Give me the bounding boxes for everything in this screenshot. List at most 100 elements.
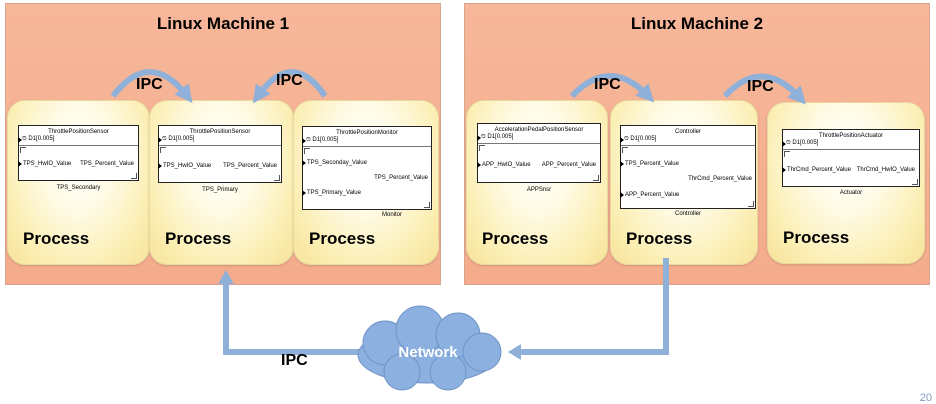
block-title: ThrottlePositionSensor <box>48 129 109 135</box>
inport-arrow-icon <box>18 161 22 167</box>
output-port-label: APP_Percent_Value <box>541 162 596 168</box>
clock-rate-label: ⏲ D1[0.005] <box>162 136 195 142</box>
clock-inport-arrow-icon <box>18 137 22 143</box>
input-port-label: APP_Percent_Value <box>625 192 680 198</box>
process-2: ThrottlePositionSensor ⏲ D1[0.005] TPS_H… <box>149 100 294 265</box>
input-port-label: TPS_HwIO_Value <box>163 163 212 169</box>
block-caption: Controller <box>674 211 701 217</box>
input-port-label: TPS_Primary_Value <box>307 190 361 196</box>
output-port-label: TPS_Percent_Value <box>80 161 134 167</box>
clock-rate-label: ⏲ D1[0.005] <box>786 140 819 146</box>
process-label: Process <box>23 229 90 248</box>
process-6: ThrottlePositionActuator ⏲ D1[0.005] Thr… <box>767 102 925 264</box>
block-caption: TPS_Primary <box>202 187 238 193</box>
clock-inport-arrow-icon <box>782 141 786 147</box>
network-link-arrowhead-icon <box>218 270 234 284</box>
block-actuator[interactable]: ThrottlePositionActuator ⏲ D1[0.005] Thr… <box>782 129 920 187</box>
ipc-arc-arrow-icon <box>569 73 655 103</box>
inport-arrow-icon <box>302 190 306 196</box>
block-corner <box>424 202 430 208</box>
network-link-right <box>516 258 669 355</box>
block-caption: Monitor <box>381 212 402 218</box>
block-tps-primary[interactable]: ThrottlePositionSensor ⏲ D1[0.005] TPS_H… <box>158 125 282 183</box>
network-link-left <box>223 282 362 355</box>
block-corner <box>304 148 310 154</box>
inport-arrow-icon <box>158 163 162 169</box>
machine-1-title: Linux Machine 1 <box>156 14 290 33</box>
block-corner <box>479 145 485 151</box>
output-port-label: TPS_Percent_Value <box>374 175 428 181</box>
block-title: AccelerationPedalPositionSensor <box>494 127 584 133</box>
linux-machine-2: Linux Machine 2 AccelerationPedalPositio… <box>464 3 930 285</box>
input-port-label: ThrCmd_Percent_Value <box>787 167 851 173</box>
block-corner <box>912 179 918 185</box>
process-4: AccelerationPedalPositionSensor ⏲ D1[0.0… <box>466 100 608 265</box>
block-separator <box>19 145 138 146</box>
ipc-label: IPC <box>747 78 774 95</box>
clock-rate-label: ⏲ D1[0.005] <box>624 136 657 142</box>
ipc-label: IPC <box>276 72 303 89</box>
block-caption: TPS_Secondary <box>56 185 101 191</box>
block-caption: Actuator <box>839 190 863 196</box>
output-port-label: TPS_Percent_Value <box>223 163 277 169</box>
ipc-label: IPC <box>594 76 621 93</box>
block-separator <box>621 145 755 146</box>
block-app-sensor[interactable]: AccelerationPedalPositionSensor ⏲ D1[0.0… <box>477 123 601 183</box>
inport-arrow-icon <box>477 162 481 168</box>
block-corner <box>622 147 628 153</box>
clock-inport-arrow-icon <box>302 138 306 144</box>
ipc-label: IPC <box>136 76 163 93</box>
network-link-arrowhead-icon <box>508 344 521 360</box>
block-corner <box>20 147 26 153</box>
output-port-label: ThrCmd_HwIO_Value <box>856 167 915 173</box>
clock-rate-label: ⏲ D1[0.005] <box>306 137 339 143</box>
block-monitor[interactable]: ThrottlePositionMonitor ⏲ D1[0.005] TPS_… <box>302 126 432 210</box>
inport-arrow-icon <box>620 192 624 198</box>
ipc-arc-arrow-icon <box>722 73 807 105</box>
network-cloud-icon <box>357 305 502 391</box>
inport-arrow-icon <box>302 160 306 166</box>
block-corner <box>274 175 280 181</box>
network-label: Network <box>398 344 458 361</box>
input-port-label: TPS_HwIO_Value <box>23 161 72 167</box>
block-corner <box>593 175 599 181</box>
clock-rate-label: ⏲ D1[0.005] <box>22 136 55 142</box>
block-controller[interactable]: Controller ⏲ D1[0.005] TPS_Percent_Value… <box>620 125 756 209</box>
clock-inport-arrow-icon <box>158 137 162 143</box>
input-port-label: APP_HwIO_Value <box>482 162 531 168</box>
process-label: Process <box>626 229 693 248</box>
input-port-label: TPS_Percent_Value <box>625 161 679 167</box>
clock-rate-label: ⏲ D1[0.005] <box>481 134 514 140</box>
clock-inport-arrow-icon <box>620 137 624 143</box>
block-title: ThrottlePositionMonitor <box>336 130 398 136</box>
block-title: ThrottlePositionSensor <box>189 129 251 135</box>
process-label: Process <box>309 229 376 248</box>
block-corner <box>748 201 754 207</box>
block-separator <box>783 149 919 150</box>
block-tps-secondary[interactable]: ThrottlePositionSensor ⏲ D1[0.005] TPS_H… <box>18 125 139 181</box>
block-corner <box>784 151 790 157</box>
process-1: ThrottlePositionSensor ⏲ D1[0.005] TPS_H… <box>7 100 150 265</box>
ipc-label-network: IPC <box>281 352 308 369</box>
block-separator <box>478 143 600 144</box>
block-corner <box>160 147 166 153</box>
machine-2-title: Linux Machine 2 <box>630 14 764 33</box>
linux-machine-1: Linux Machine 1 ThrottlePositionSensor ⏲… <box>5 3 441 285</box>
input-port-label: TPS_Seconday_Value <box>307 160 367 166</box>
block-title: ThrottlePositionActuator <box>818 133 884 139</box>
process-5: Controller ⏲ D1[0.005] TPS_Percent_Value… <box>610 100 758 265</box>
block-caption: APPSnsr <box>526 187 552 193</box>
block-separator <box>159 145 281 146</box>
clock-inport-arrow-icon <box>477 135 481 141</box>
block-title: Controller <box>674 129 701 135</box>
block-corner <box>131 173 137 179</box>
ipc-arc-arrow-icon <box>252 69 328 104</box>
inport-arrow-icon <box>620 161 624 167</box>
block-separator <box>303 146 431 147</box>
process-label: Process <box>482 229 549 248</box>
process-3: ThrottlePositionMonitor ⏲ D1[0.005] TPS_… <box>293 100 439 265</box>
process-label: Process <box>783 228 850 247</box>
process-label: Process <box>165 229 232 248</box>
inport-arrow-icon <box>782 167 786 173</box>
